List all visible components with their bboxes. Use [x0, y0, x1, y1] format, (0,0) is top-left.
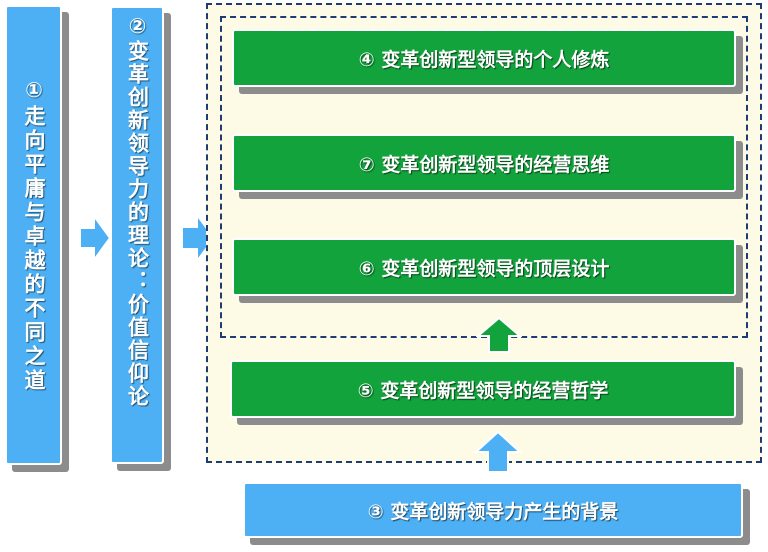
stage-4-box: ④ 变革创新型领导的个人修炼 [232, 29, 736, 87]
stage-1-box: ①走向平庸与卓越的不同之道 [5, 5, 62, 465]
stage-6-label: ⑥ 变革创新型领导的顶层设计 [358, 257, 610, 280]
stage-1-label: ①走向平庸与卓越的不同之道 [22, 77, 46, 393]
stage-6-box: ⑥ 变革创新型领导的顶层设计 [232, 238, 736, 296]
arrow-up-icon [476, 316, 522, 353]
stage-3-label: ③ 变革创新领导力产生的背景 [367, 500, 619, 523]
stage-7-label: ⑦ 变革创新型领导的经营思维 [358, 153, 610, 176]
stage-3-box: ③ 变革创新领导力产生的背景 [243, 482, 743, 538]
arrow-right-icon [79, 214, 112, 262]
stage-2-box: ②变革创新领导力的理论：价值信仰论 [110, 6, 164, 464]
stage-2-label: ②变革创新领导力的理论：价值信仰论 [125, 14, 150, 408]
stage-7-box: ⑦ 变革创新型领导的经营思维 [232, 134, 736, 192]
stage-4-label: ④ 变革创新型领导的个人修炼 [358, 48, 610, 71]
stage-5-label: ⑤ 变革创新型领导的经营哲学 [357, 379, 609, 402]
stage-5-box: ⑤ 变革创新型领导的经营哲学 [230, 360, 736, 418]
arrow-right-icon [181, 213, 216, 263]
arrow-up-icon [474, 430, 522, 473]
